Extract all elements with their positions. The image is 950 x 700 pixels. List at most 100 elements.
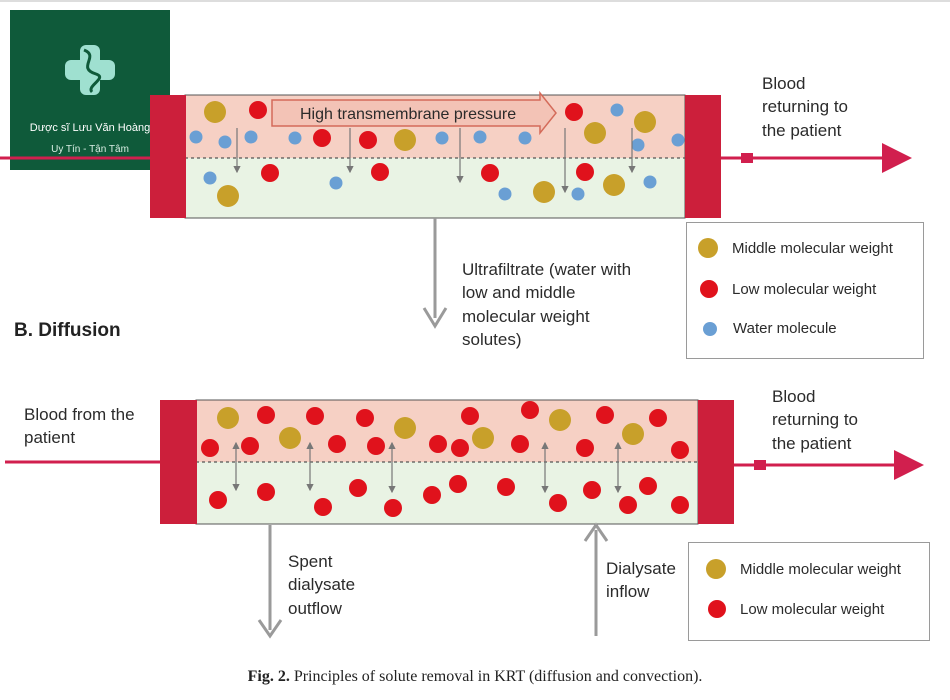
diffusion-dialysate-compartment — [196, 462, 698, 524]
caption-prefix: Fig. 2. — [247, 668, 290, 685]
dialysate-inflow-arrow-head — [583, 522, 609, 542]
water-molecule — [244, 130, 258, 144]
middle-molecule — [394, 129, 416, 151]
water-molecule — [435, 131, 449, 145]
low-molecule — [596, 406, 614, 424]
convection-particles — [189, 101, 685, 207]
caption-text: Principles of solute removal in KRT (dif… — [289, 668, 703, 685]
caduceus-cross-icon — [65, 45, 115, 95]
low-molecule — [384, 499, 402, 517]
convection-outlet-cap — [685, 95, 721, 218]
low-molecule — [314, 498, 332, 516]
low-molecule — [576, 439, 594, 457]
water-molecule — [189, 130, 203, 144]
legend-bottom — [688, 542, 930, 641]
low-molecule — [328, 435, 346, 453]
middle-molecule — [217, 407, 239, 429]
water-molecule — [518, 131, 532, 145]
water-molecule — [631, 138, 645, 152]
middle-molecule — [533, 181, 555, 203]
low-molecule — [449, 475, 467, 493]
low-molecule — [565, 103, 583, 121]
low-molecule — [511, 435, 529, 453]
middle-molecule-swatch — [706, 559, 726, 579]
water-molecule — [498, 187, 512, 201]
low-molecule-swatch — [708, 600, 726, 618]
diffusion-outlet-cap — [698, 400, 734, 524]
section-title-diffusion: B. Diffusion — [14, 320, 121, 341]
convection-flux-arrows — [233, 128, 636, 194]
middle-molecule — [394, 417, 416, 439]
low-molecule — [241, 437, 259, 455]
pressure-arrow — [271, 90, 557, 136]
water-molecule — [473, 130, 487, 144]
low-molecule — [639, 477, 657, 495]
low-molecule — [261, 164, 279, 182]
low-molecule — [429, 435, 447, 453]
low-molecule — [649, 409, 667, 427]
spent-dialysate-label: Spent dialysate outflow — [288, 552, 356, 618]
middle-molecule — [204, 101, 226, 123]
low-molecule-swatch — [700, 280, 718, 298]
low-molecule — [576, 163, 594, 181]
water-molecule — [329, 176, 343, 190]
ultrafiltrate-arrow-head — [422, 307, 448, 329]
low-molecule — [371, 163, 389, 181]
low-molecule — [619, 496, 637, 514]
water-molecule-swatch — [703, 321, 717, 336]
middle-molecule — [622, 423, 644, 445]
low-molecule — [306, 407, 324, 425]
low-molecule — [349, 479, 367, 497]
low-molecule — [461, 407, 479, 425]
legend-top — [686, 222, 924, 359]
low-molecule — [583, 481, 601, 499]
legend-top-label-low: Low molecular weight — [732, 280, 877, 298]
low-molecule — [671, 441, 689, 459]
low-molecule — [481, 164, 499, 182]
water-molecule — [610, 103, 624, 117]
blood-from-patient-label: Blood from the patient — [24, 405, 135, 448]
legend-top-label-water: Water molecule — [733, 320, 837, 337]
middle-molecule — [549, 409, 571, 431]
middle-molecule — [279, 427, 301, 449]
dialysate-inflow-label: Dialysate inflow — [606, 559, 676, 602]
low-molecule — [356, 409, 374, 427]
convection-blood-out-label: Blood returning to the patient — [762, 74, 848, 140]
low-molecule — [549, 494, 567, 512]
legend-top-item-low: Low molecular weight — [700, 280, 876, 298]
legend-top-item-water: Water molecule — [703, 320, 837, 337]
pressure-label: High transmembrane pressure — [300, 106, 517, 123]
middle-molecule — [217, 185, 239, 207]
low-molecule — [209, 491, 227, 509]
legend-top-label-middle: Middle molecular weight — [732, 239, 893, 257]
diffusion-flux-arrows — [232, 441, 622, 494]
legend-bottom-label-low: Low molecular weight — [740, 600, 885, 618]
middle-molecule — [584, 122, 606, 144]
low-molecule — [201, 439, 219, 457]
low-molecule — [257, 406, 275, 424]
low-molecule — [249, 101, 267, 119]
ultrafiltrate-label: Ultrafiltrate (water with low and middle… — [462, 260, 632, 350]
water-molecule — [218, 135, 232, 149]
figure-caption: Fig. 2. Principles of solute removal in … — [0, 668, 950, 686]
low-molecule — [257, 483, 275, 501]
middle-molecule-swatch — [698, 238, 718, 258]
water-molecule — [203, 171, 217, 185]
low-molecule — [313, 129, 331, 147]
legend-top-item-middle: Middle molecular weight — [698, 238, 893, 258]
low-molecule — [359, 131, 377, 149]
convection-outlet-clamp — [741, 153, 753, 163]
spent-outflow-arrow-head — [257, 619, 283, 639]
water-molecule — [671, 133, 685, 147]
low-molecule — [423, 486, 441, 504]
diffusion-outlet-clamp — [754, 460, 766, 470]
water-molecule — [643, 175, 657, 189]
diffusion-inlet-cap — [160, 400, 197, 524]
low-molecule — [671, 496, 689, 514]
middle-molecule — [603, 174, 625, 196]
diffusion-blood-compartment — [196, 400, 698, 462]
middle-molecule — [634, 111, 656, 133]
low-molecule — [451, 439, 469, 457]
